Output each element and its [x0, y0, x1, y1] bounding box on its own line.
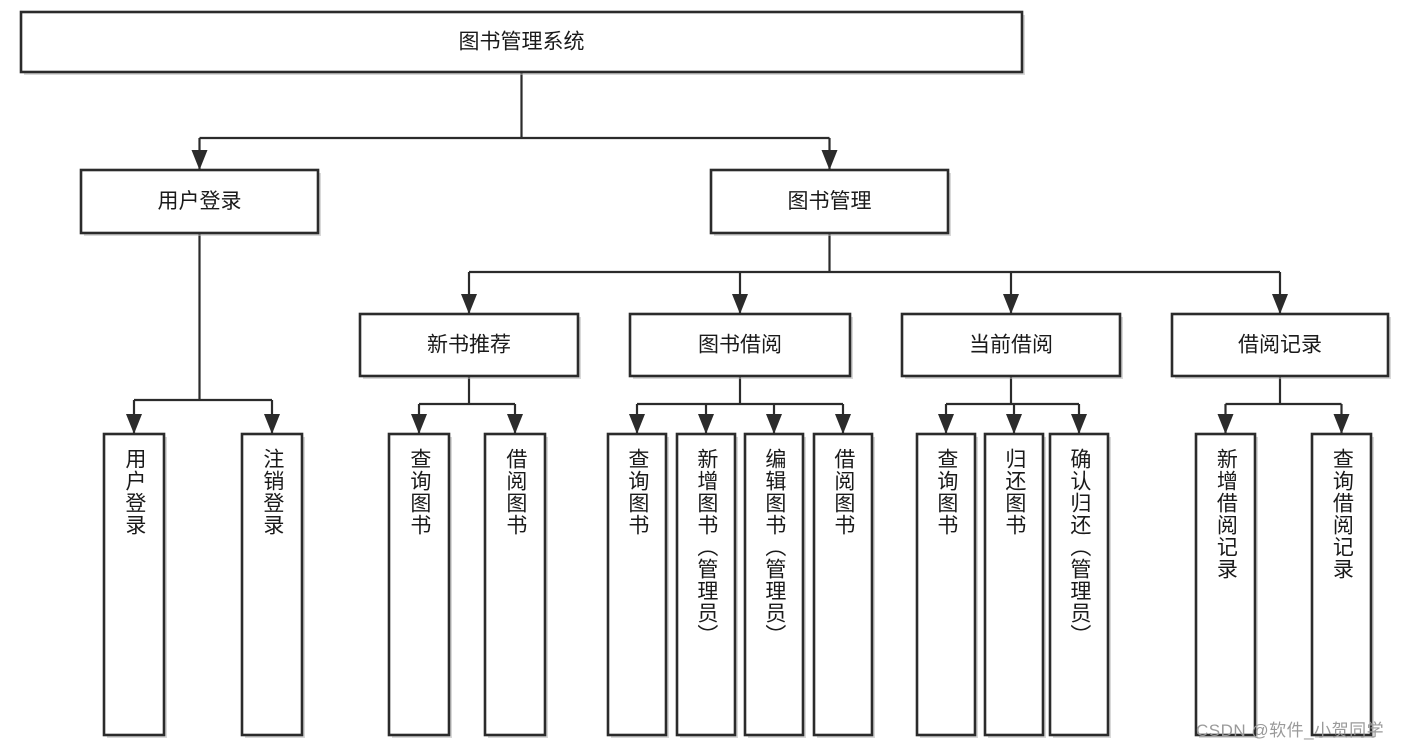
node-label: 图书借阅: [698, 334, 782, 357]
node-level3-1[interactable]: 新书推荐: [358, 312, 581, 379]
arrow-head-icon: [1333, 414, 1350, 434]
arrow-head-icon: [126, 414, 142, 434]
node-leaf-5[interactable]: [606, 432, 669, 738]
node-leaf-13[interactable]: [1310, 432, 1374, 738]
node-rect[interactable]: [102, 432, 166, 737]
node-rect[interactable]: [358, 312, 580, 378]
node-rect[interactable]: [812, 432, 874, 737]
arrow-head-icon: [1217, 414, 1234, 434]
node-rect[interactable]: [606, 432, 668, 737]
node-rect[interactable]: [19, 10, 1024, 74]
node-rect[interactable]: [915, 432, 977, 737]
arrow-head-icon: [629, 414, 645, 434]
arrow-head-icon: [507, 414, 523, 434]
node-label: 当前借阅: [969, 334, 1053, 357]
node-level3-3[interactable]: 当前借阅: [900, 312, 1123, 379]
node-rect[interactable]: [240, 432, 304, 737]
node-leaf-11[interactable]: [1048, 432, 1111, 738]
node-rect[interactable]: [743, 432, 805, 737]
node-label: 图书管理系统: [459, 31, 585, 54]
node-leaf-1[interactable]: [102, 432, 167, 738]
node-leaf-9[interactable]: [915, 432, 978, 738]
node-rect[interactable]: [983, 432, 1045, 737]
arrow-head-icon: [732, 294, 748, 314]
node-leaf-2[interactable]: [240, 432, 305, 738]
node-rect[interactable]: [628, 312, 852, 378]
arrow-head-icon: [264, 414, 280, 434]
node-label: 新书推荐: [427, 334, 511, 357]
arrow-head-icon: [698, 414, 714, 434]
node-leaf-7[interactable]: [743, 432, 806, 738]
arrow-head-icon: [191, 150, 208, 170]
arrow-head-icon: [461, 294, 477, 314]
node-rect[interactable]: [900, 312, 1122, 378]
node-leaf-10[interactable]: [983, 432, 1046, 738]
node-rect[interactable]: [387, 432, 451, 737]
arrow-head-icon: [411, 414, 427, 434]
node-rect[interactable]: [79, 168, 320, 235]
arrow-head-icon: [938, 414, 954, 434]
arrow-head-icon: [1003, 294, 1019, 314]
node-level3-2[interactable]: 图书借阅: [628, 312, 853, 379]
node-level2-1[interactable]: 用户登录: [79, 168, 321, 236]
node-leaf-8[interactable]: [812, 432, 875, 738]
node-rect[interactable]: [1170, 312, 1390, 378]
arrow-head-icon: [766, 414, 782, 434]
node-leaf-3[interactable]: [387, 432, 452, 738]
node-root-system[interactable]: 图书管理系统: [19, 10, 1025, 75]
arrow-head-icon: [821, 150, 838, 170]
connector-layer: [126, 72, 1350, 434]
node-label: 用户登录: [158, 190, 242, 213]
node-rect[interactable]: [675, 432, 737, 737]
node-label: 图书管理: [788, 190, 872, 213]
node-label: 借阅记录: [1238, 334, 1322, 357]
arrow-head-icon: [1272, 294, 1288, 314]
node-rect[interactable]: [1310, 432, 1373, 737]
node-leaf-12[interactable]: [1194, 432, 1258, 738]
node-level3-4[interactable]: 借阅记录: [1170, 312, 1391, 379]
arrow-head-icon: [1006, 414, 1022, 434]
node-leaf-6[interactable]: [675, 432, 738, 738]
node-rect[interactable]: [1194, 432, 1257, 737]
node-rect[interactable]: [483, 432, 547, 737]
node-level2-2[interactable]: 图书管理: [709, 168, 951, 236]
arrow-head-icon: [1071, 414, 1087, 434]
node-rect[interactable]: [1048, 432, 1110, 737]
node-leaf-4[interactable]: [483, 432, 548, 738]
node-rect[interactable]: [709, 168, 950, 235]
arrow-head-icon: [835, 414, 851, 434]
